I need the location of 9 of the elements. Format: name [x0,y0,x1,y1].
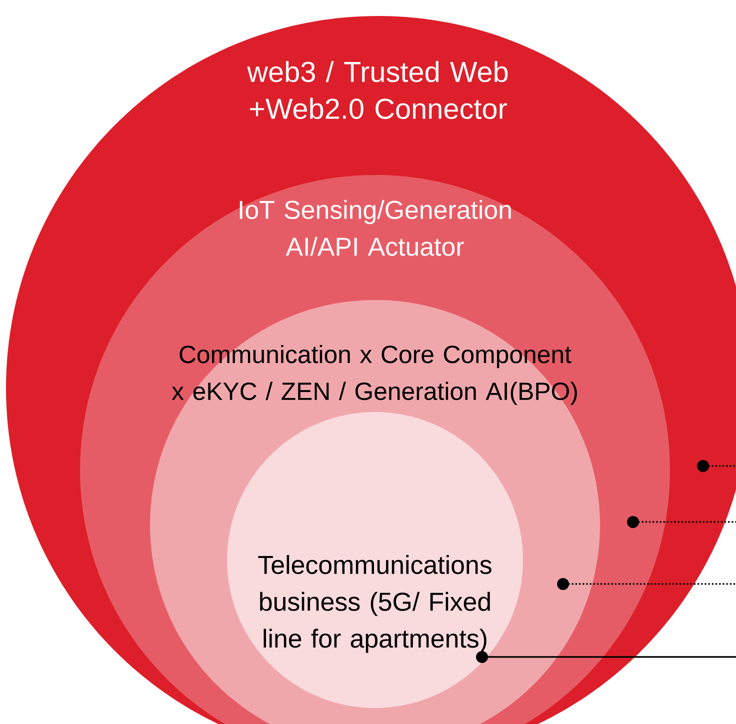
ring-circle [227,412,523,708]
ring-label: IoT Sensing/Generation AI/API Actuator [240,200,511,256]
ring-label: web3 / Trusted Web +Web2.0 Connector [247,60,508,120]
ring-label: Communication x Core Component x eKYC / ZEN / Generation AI(BPO) [172,344,577,406]
ring-label: Telecommunications business (5G/ Fixed line for apartments) [258,555,492,653]
leader-line [557,578,736,590]
leader-line [697,460,736,472]
leader-line [476,650,736,663]
leader-line [627,516,736,528]
